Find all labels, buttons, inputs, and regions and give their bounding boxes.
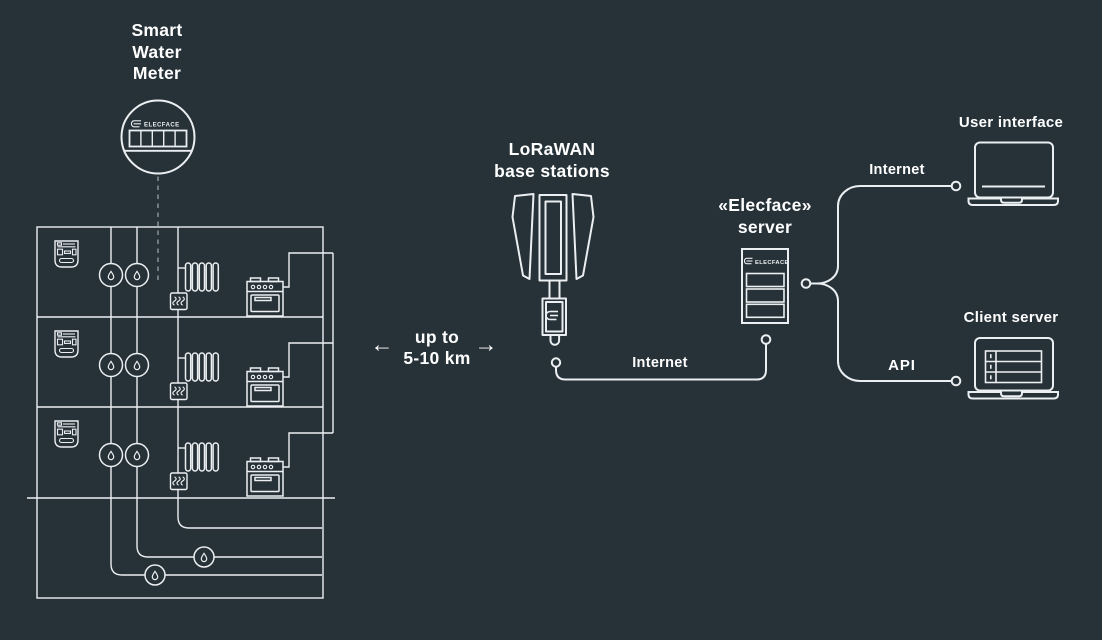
- lorawan-base-stations-label: LoRaWAN base stations: [494, 139, 610, 181]
- server-right-port-node: [800, 278, 812, 289]
- elecface-server-label: «Elecface» server: [718, 195, 812, 237]
- elecface-logo-icon: [130, 120, 141, 128]
- user-port-node: [950, 180, 962, 192]
- range-label: up to 5-10 km: [403, 327, 471, 368]
- lorawan-antenna-icon: [511, 193, 595, 346]
- building-diagram: [27, 226, 335, 599]
- basement-water-meter-icon: [144, 546, 215, 586]
- smart-water-meter-icon: ELECFACE: [120, 99, 196, 283]
- api-branch-label: API: [888, 357, 916, 374]
- antenna-port-node: [550, 357, 562, 368]
- client-server-label: Client server: [963, 309, 1059, 326]
- user-laptop-icon: [967, 141, 1059, 206]
- user-interface-label: User interface: [958, 114, 1064, 131]
- internet-link-label: Internet: [632, 355, 688, 371]
- elecface-server-icon: ELECFACE: [741, 248, 789, 324]
- range-right-arrow-icon: →: [474, 331, 498, 357]
- antenna-logo-icon: [545, 310, 558, 321]
- branch-api-line: [810, 282, 952, 382]
- client-port-node: [950, 375, 962, 387]
- range-left-arrow-icon: ←: [370, 331, 394, 357]
- internet-link-line: [555, 343, 767, 381]
- client-server-laptop-icon: [967, 337, 1059, 400]
- connection-lines: [550, 180, 962, 387]
- smart-water-meter-label: Smart Water Meter: [131, 20, 183, 83]
- internet-branch-label: Internet: [869, 162, 925, 178]
- server-logo-icon: [743, 257, 753, 265]
- client-rack-icon: [984, 350, 1043, 384]
- meter-brand-text: ELECFACE: [144, 123, 180, 129]
- server-brand-text: ELECFACE: [755, 260, 789, 266]
- branch-internet-line: [810, 185, 952, 285]
- server-bottom-port-node: [760, 334, 772, 345]
